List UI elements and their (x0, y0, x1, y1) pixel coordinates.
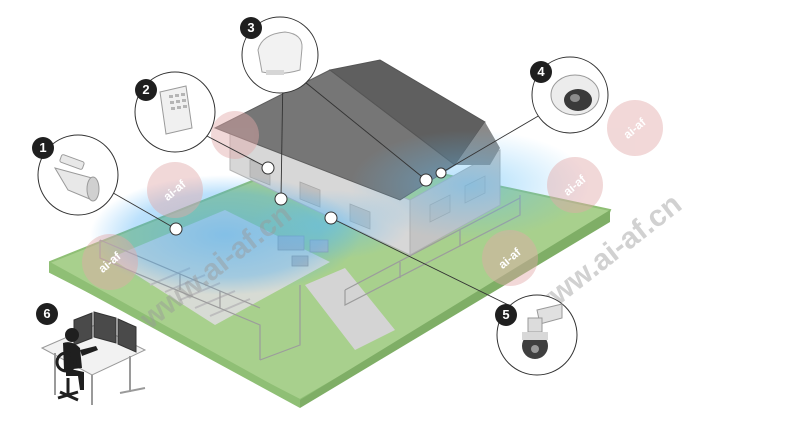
horn-speaker-icon (53, 154, 100, 202)
driveway (305, 268, 395, 350)
coverage-zone-center (250, 190, 410, 260)
ptz-camera-icon (522, 303, 563, 359)
marker-badge-4: 4 (530, 61, 552, 83)
watermark-logos (82, 100, 663, 290)
marker-badge-1: 1 (32, 137, 54, 159)
dome-camera-icon (550, 74, 600, 116)
coverage-zone-east (350, 130, 590, 240)
radar-sensor-icon (257, 31, 303, 75)
radar-location-dot-2 (419, 173, 433, 187)
device-locations (169, 161, 447, 236)
access-reader-icon (159, 85, 193, 135)
marker-badge-2: 2 (135, 79, 157, 101)
radar-location-dot (274, 192, 288, 206)
monitoring-workstation-icon (40, 311, 147, 405)
marker-badge-6: 6 (36, 303, 58, 325)
ptz-location-dot (324, 211, 338, 225)
reader-location-dot (261, 161, 275, 175)
lawn-edge (50, 262, 300, 408)
speaker-location-dot (169, 222, 183, 236)
marker-badge-5: 5 (495, 304, 517, 326)
lawn-edge-right (300, 210, 610, 408)
dome-location-dot (435, 167, 447, 179)
marker-badge-3: 3 (240, 17, 262, 39)
